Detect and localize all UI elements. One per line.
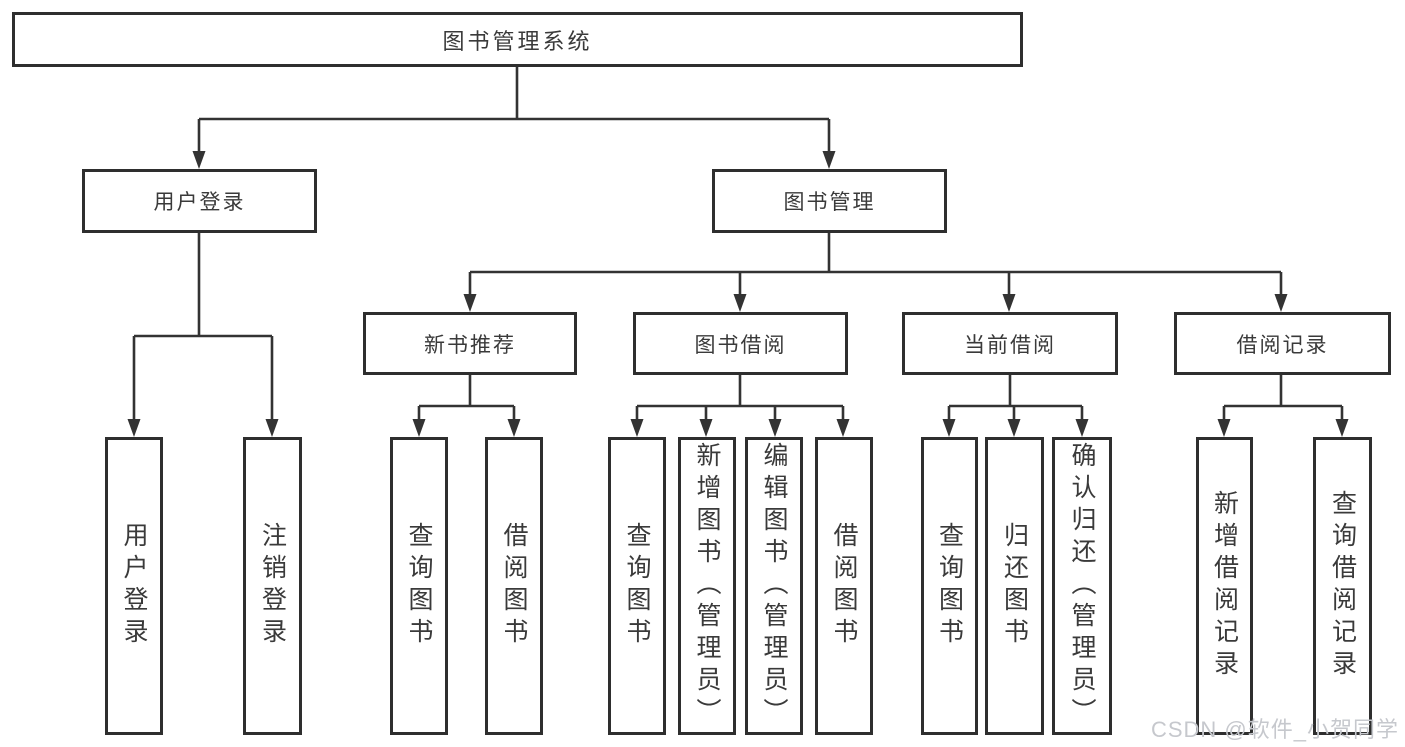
watermark: CSDN @软件_小贺同学 <box>1150 717 1399 742</box>
node-leaf-cb-query-books: 查询图书 <box>921 437 978 735</box>
arrowheads-user-login-children <box>127 419 279 437</box>
node-leaf-cb-confirm-return: 确认归还（管理员） <box>1052 437 1112 735</box>
node-leaf-bb-borrow-books: 借阅图书 <box>815 437 873 735</box>
arrowheads-new-book-rec-children <box>412 419 521 437</box>
connector-user-login-children <box>132 233 274 420</box>
arrowheads-root-to-level2 <box>192 151 836 169</box>
connector-new-book-rec-children <box>417 375 516 420</box>
connector-current-borrow-children <box>947 375 1084 420</box>
node-current-borrow: 当前借阅 <box>902 312 1118 375</box>
node-leaf-cb-return-books: 归还图书 <box>985 437 1044 735</box>
node-leaf-rec-borrow-books: 借阅图书 <box>485 437 543 735</box>
node-leaf-user-login: 用户登录 <box>105 437 163 735</box>
connector-root-to-level2 <box>197 67 831 152</box>
node-book-mgmt: 图书管理 <box>712 169 947 233</box>
node-user-login: 用户登录 <box>82 169 317 233</box>
node-root: 图书管理系统 <box>12 12 1023 67</box>
node-new-book-rec: 新书推荐 <box>363 312 577 375</box>
arrowheads-current-borrow-children <box>942 419 1089 437</box>
arrowheads-borrow-record-children <box>1217 419 1349 437</box>
connector-book-borrow-children <box>635 375 845 420</box>
node-leaf-br-add-record: 新增借阅记录 <box>1196 437 1253 735</box>
node-leaf-logout: 注销登录 <box>243 437 302 735</box>
connector-book-mgmt-children <box>468 233 1283 295</box>
node-leaf-bb-edit-books: 编辑图书（管理员） <box>745 437 803 735</box>
node-borrow-record: 借阅记录 <box>1174 312 1391 375</box>
node-leaf-bb-query-books: 查询图书 <box>608 437 666 735</box>
arrowheads-book-borrow-children <box>630 419 850 437</box>
node-leaf-rec-query-books: 查询图书 <box>390 437 448 735</box>
node-leaf-br-query-record: 查询借阅记录 <box>1313 437 1372 735</box>
arrowheads-book-mgmt-children <box>463 294 1288 312</box>
connector-borrow-record-children <box>1222 375 1344 420</box>
node-leaf-bb-add-books: 新增图书（管理员） <box>678 437 736 735</box>
node-book-borrow: 图书借阅 <box>633 312 848 375</box>
